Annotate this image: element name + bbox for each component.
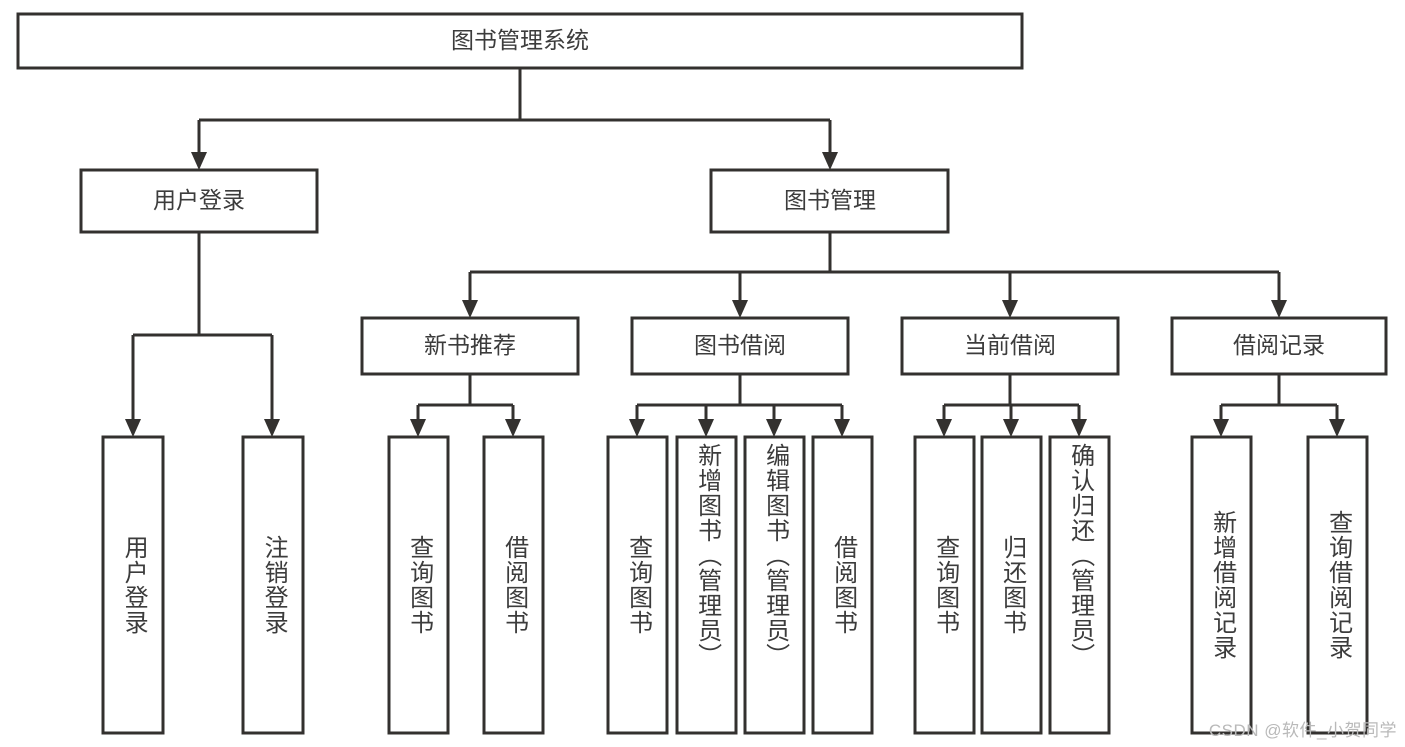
arrow-head-leaf-add-record <box>1213 419 1229 437</box>
arrow-head-leaf-borrow-book-2 <box>834 419 850 437</box>
arrow-head-leaf-borrow-book-1 <box>505 419 521 437</box>
node-borrow-record-label: 借阅记录 <box>1233 332 1325 358</box>
arrow-head-new-book-rec <box>462 300 478 318</box>
node-user-login-label: 用户登录 <box>153 187 245 213</box>
arrow-head-leaf-query-record <box>1329 419 1345 437</box>
node-user-login-box[interactable] <box>79 168 319 234</box>
leaf-box-confirm-return[interactable] <box>1048 435 1111 735</box>
leaf-box-logout[interactable] <box>241 435 305 735</box>
leaf-box-return-book[interactable] <box>980 435 1043 735</box>
arrow-head-borrow-record <box>1271 300 1287 318</box>
leaf-box-query-record[interactable] <box>1306 435 1369 735</box>
connectors-root-to-level2 <box>191 68 838 170</box>
leaf-box-query-book-2[interactable] <box>606 435 669 735</box>
node-borrow-record[interactable]: 借阅记录 <box>1170 316 1388 376</box>
leaf-box-edit-book[interactable] <box>743 435 806 735</box>
node-current-borrow-box[interactable] <box>900 316 1120 376</box>
connectors-book-borrow-to-leaves <box>629 374 850 437</box>
arrow-head-leaf-return-book <box>1003 419 1019 437</box>
arrow-head-leaf-query-book-1 <box>410 419 426 437</box>
csdn-watermark: CSDN @软件_小贺同学 <box>1208 721 1397 740</box>
leaf-box-add-book[interactable] <box>675 435 738 735</box>
leaf-box-query-book-1[interactable] <box>387 435 450 735</box>
arrow-head-leaf-query-book-2 <box>629 419 645 437</box>
node-new-book-rec-box[interactable] <box>360 316 580 376</box>
node-root-label: 图书管理系统 <box>451 27 589 53</box>
node-current-borrow[interactable]: 当前借阅 <box>900 316 1120 376</box>
node-book-manage-label: 图书管理 <box>784 187 876 213</box>
node-book-manage[interactable]: 图书管理 <box>709 168 950 234</box>
leaf-box-user-login[interactable] <box>101 435 165 735</box>
arrow-head-leaf-logout <box>264 419 280 437</box>
leaf-box-borrow-book-1[interactable] <box>482 435 545 735</box>
node-root-box[interactable] <box>16 12 1024 70</box>
connectors-borrow-record-to-leaves <box>1213 374 1345 437</box>
node-book-borrow-label: 图书借阅 <box>694 332 786 358</box>
leaf-box-query-book-3[interactable] <box>913 435 976 735</box>
arrow-head-leaf-edit-book <box>766 419 782 437</box>
node-new-book-rec-label: 新书推荐 <box>424 332 516 358</box>
node-borrow-record-box[interactable] <box>1170 316 1388 376</box>
leaf-box-borrow-book-2[interactable] <box>811 435 874 735</box>
node-root[interactable]: 图书管理系统 <box>16 12 1024 70</box>
leaf-boxes <box>101 435 1369 735</box>
node-user-login[interactable]: 用户登录 <box>79 168 319 234</box>
arrow-head-book-manage <box>822 152 838 170</box>
node-book-borrow-box[interactable] <box>630 316 850 376</box>
connectors-new-book-rec-to-leaves <box>410 374 521 437</box>
arrow-head-leaf-user-login <box>125 419 141 437</box>
arrow-head-leaf-query-book-3 <box>936 419 952 437</box>
node-current-borrow-label: 当前借阅 <box>964 332 1056 358</box>
connectors-current-borrow-to-leaves <box>936 374 1087 437</box>
arrow-head-leaf-confirm-return <box>1071 419 1087 437</box>
arrow-head-leaf-add-book <box>698 419 714 437</box>
leaf-box-add-record[interactable] <box>1190 435 1253 735</box>
node-new-book-rec[interactable]: 新书推荐 <box>360 316 580 376</box>
arrow-head-current-borrow <box>1002 300 1018 318</box>
node-book-borrow[interactable]: 图书借阅 <box>630 316 850 376</box>
connectors-book-manage-to-level3 <box>462 232 1287 318</box>
arrow-head-book-borrow <box>732 300 748 318</box>
connectors-user-login-to-leaves <box>125 232 280 437</box>
node-book-manage-box[interactable] <box>709 168 950 234</box>
arrow-head-user-login <box>191 152 207 170</box>
